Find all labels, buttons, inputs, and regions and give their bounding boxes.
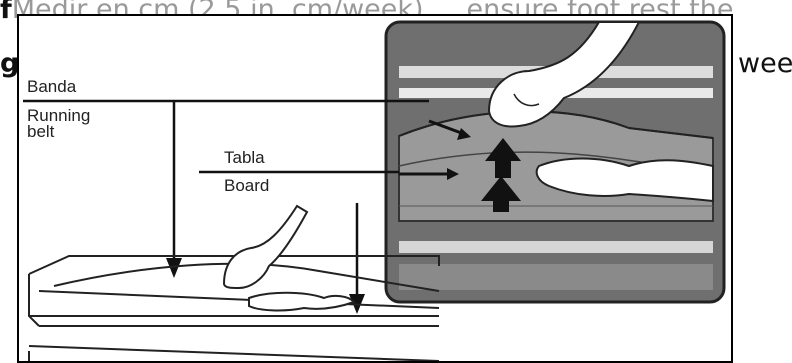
inset-detail-panel — [384, 20, 726, 304]
label-running-belt-1: Running — [27, 106, 91, 125]
treadmill-belt-figure: Banda Running belt Tabla Board — [17, 14, 733, 363]
figure-illustration — [23, 20, 726, 361]
list-marker-f: f — [0, 0, 12, 25]
label-tabla: Tabla — [224, 148, 265, 167]
list-marker-g: g — [0, 48, 20, 79]
document-line-2: g — [0, 48, 19, 79]
leader-lines — [23, 99, 429, 298]
label-board: Board — [224, 176, 270, 195]
label-banda: Banda — [27, 77, 77, 96]
label-running-belt-2: belt — [27, 122, 55, 141]
document-line-2-tail: week — [738, 48, 792, 79]
